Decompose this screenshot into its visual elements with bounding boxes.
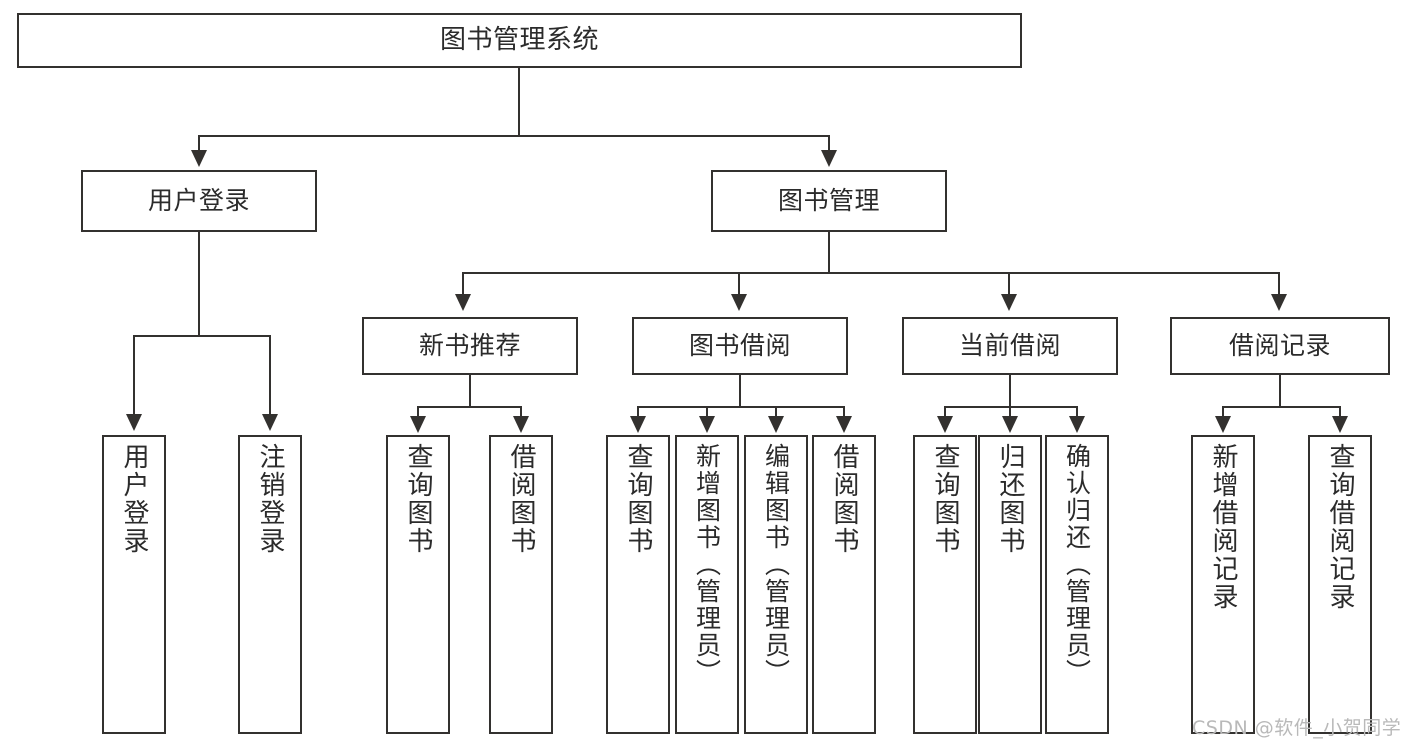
node-label: 新书推荐 xyxy=(418,331,521,361)
node-leaf-nbr-query-book[interactable]: 查询图书 xyxy=(386,435,450,734)
arrowhead-leaf-cb-1 xyxy=(937,416,953,433)
edge-drop-leaf-user-login-1 xyxy=(133,335,135,416)
arrowhead-leaf-nbr-2 xyxy=(513,416,529,433)
node-current-borrow[interactable]: 当前借阅 xyxy=(902,317,1118,375)
node-leaf-bb-edit-book-admin[interactable]: 编辑图书（管理员） xyxy=(744,435,808,734)
node-label: 图书借阅 xyxy=(688,331,791,361)
edge-drop-leaf-nbr-2 xyxy=(520,406,522,418)
arrowhead-leaf-bb-1 xyxy=(630,416,646,433)
edge-drop-leaf-nbr-1 xyxy=(417,406,419,418)
edge-current-borrow-leaf-bus xyxy=(944,406,1078,408)
arrowhead-current-borrow xyxy=(1001,294,1017,311)
edge-book-management-stem xyxy=(828,232,830,273)
edge-level2-bus xyxy=(198,135,830,137)
arrowhead-book-management xyxy=(821,150,837,167)
edge-drop-leaf-cb-2 xyxy=(1009,406,1011,418)
edge-drop-borrow-record xyxy=(1278,272,1280,295)
arrowhead-leaf-bb-3 xyxy=(768,416,784,433)
node-label: 用户登录 xyxy=(147,186,250,216)
node-label: 借阅图书 xyxy=(829,443,859,555)
arrowhead-leaf-bb-4 xyxy=(836,416,852,433)
edge-drop-new-book-recommend xyxy=(462,272,464,295)
node-borrow-record[interactable]: 借阅记录 xyxy=(1170,317,1390,375)
edge-drop-leaf-user-login-2 xyxy=(269,335,271,416)
node-label: 确认归还（管理员） xyxy=(1062,443,1092,686)
node-label: 图书管理 xyxy=(777,186,880,216)
node-label: 借阅记录 xyxy=(1228,331,1331,361)
node-label: 注销登录 xyxy=(255,443,285,555)
node-label: 查询图书 xyxy=(403,443,433,555)
edge-drop-leaf-bb-2 xyxy=(706,406,708,418)
node-label: 借阅图书 xyxy=(506,443,536,555)
node-leaf-cb-confirm-return-admin[interactable]: 确认归还（管理员） xyxy=(1045,435,1109,734)
arrowhead-leaf-nbr-1 xyxy=(410,416,426,433)
arrowhead-leaf-user-login-1 xyxy=(126,414,142,431)
node-leaf-nbr-borrow-book[interactable]: 借阅图书 xyxy=(489,435,553,734)
arrowhead-leaf-bb-2 xyxy=(699,416,715,433)
node-leaf-bb-borrow-book[interactable]: 借阅图书 xyxy=(812,435,876,734)
arrowhead-user-login xyxy=(191,150,207,167)
edge-drop-current-borrow xyxy=(1008,272,1010,295)
edge-new-book-recommend-stem xyxy=(469,375,471,408)
node-book-borrow[interactable]: 图书借阅 xyxy=(632,317,848,375)
arrowhead-leaf-cb-2 xyxy=(1002,416,1018,433)
edge-book-borrow-leaf-bus xyxy=(637,406,845,408)
arrowhead-leaf-user-login-2 xyxy=(262,414,278,431)
node-leaf-br-query-record[interactable]: 查询借阅记录 xyxy=(1308,435,1372,734)
node-label: 图书管理系统 xyxy=(439,25,599,56)
edge-user-login-stem xyxy=(198,232,200,336)
node-label: 新增借阅记录 xyxy=(1208,443,1238,611)
edge-user-login-leaf-bus xyxy=(133,335,271,337)
edge-current-borrow-stem xyxy=(1009,375,1011,408)
node-root-book-management-system[interactable]: 图书管理系统 xyxy=(17,13,1022,68)
node-leaf-br-add-record[interactable]: 新增借阅记录 xyxy=(1191,435,1255,734)
edge-drop-leaf-bb-1 xyxy=(637,406,639,418)
node-leaf-bb-query-book[interactable]: 查询图书 xyxy=(606,435,670,734)
arrowhead-borrow-record xyxy=(1271,294,1287,311)
arrowhead-leaf-br-2 xyxy=(1332,416,1348,433)
node-label: 归还图书 xyxy=(995,443,1025,555)
arrowhead-leaf-cb-3 xyxy=(1069,416,1085,433)
csdn-watermark: CSDN @软件_小贺同学 xyxy=(1192,717,1402,739)
node-label: 用户登录 xyxy=(119,443,149,555)
node-label: 查询图书 xyxy=(623,443,653,555)
edge-drop-leaf-cb-1 xyxy=(944,406,946,418)
edge-drop-book-borrow xyxy=(738,272,740,295)
node-leaf-user-login[interactable]: 用户登录 xyxy=(102,435,166,734)
node-leaf-cb-return-book[interactable]: 归还图书 xyxy=(978,435,1042,734)
node-leaf-bb-add-book-admin[interactable]: 新增图书（管理员） xyxy=(675,435,739,734)
arrowhead-leaf-br-1 xyxy=(1215,416,1231,433)
edge-drop-user-login xyxy=(198,135,200,153)
edge-level3-bus xyxy=(462,272,1280,274)
edge-drop-leaf-bb-3 xyxy=(775,406,777,418)
node-label: 新增图书（管理员） xyxy=(692,443,722,686)
edge-drop-book-management xyxy=(828,135,830,153)
node-label: 查询图书 xyxy=(930,443,960,555)
node-leaf-cb-query-book[interactable]: 查询图书 xyxy=(913,435,977,734)
arrowhead-book-borrow xyxy=(731,294,747,311)
edge-root-stem xyxy=(518,68,520,136)
edge-book-borrow-stem xyxy=(739,375,741,408)
edge-drop-leaf-br-2 xyxy=(1339,406,1341,418)
edge-borrow-record-leaf-bus xyxy=(1222,406,1341,408)
edge-drop-leaf-cb-3 xyxy=(1076,406,1078,418)
node-leaf-logout[interactable]: 注销登录 xyxy=(238,435,302,734)
node-book-management[interactable]: 图书管理 xyxy=(711,170,947,232)
node-new-book-recommend[interactable]: 新书推荐 xyxy=(362,317,578,375)
edge-drop-leaf-br-1 xyxy=(1222,406,1224,418)
node-label: 当前借阅 xyxy=(958,331,1061,361)
node-label: 编辑图书（管理员） xyxy=(761,443,791,686)
node-label: 查询借阅记录 xyxy=(1325,443,1355,611)
arrowhead-new-book-recommend xyxy=(455,294,471,311)
edge-new-book-recommend-leaf-bus xyxy=(417,406,522,408)
node-user-login[interactable]: 用户登录 xyxy=(81,170,317,232)
edge-drop-leaf-bb-4 xyxy=(843,406,845,418)
edge-borrow-record-stem xyxy=(1279,375,1281,408)
